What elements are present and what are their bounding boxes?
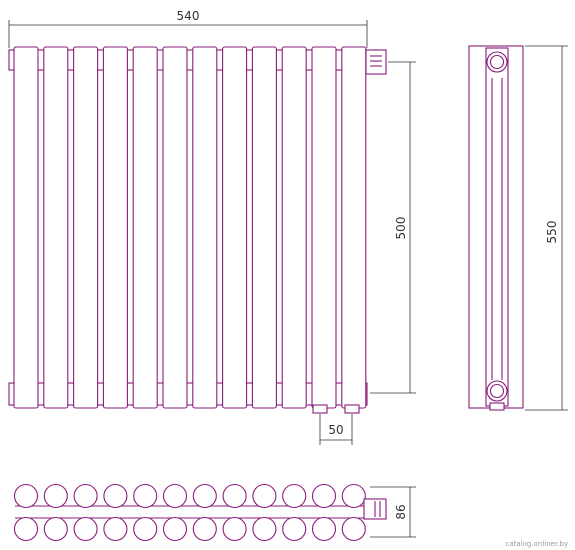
- height-dimension-label: 550: [545, 221, 559, 244]
- width-dimension: 540: [8, 9, 368, 48]
- connection-spacing-dimension: 50: [319, 414, 353, 445]
- radiator-section-tube: [73, 46, 99, 409]
- top-view-tube-circle: [162, 516, 188, 542]
- top-connection-fitting: [365, 49, 387, 75]
- top-view-tube-circle: [73, 483, 98, 509]
- top-view-tube-circle: [222, 483, 247, 509]
- top-view-tube-circle: [73, 516, 98, 542]
- radiator-section-tube: [222, 46, 248, 409]
- radiator-sections: [13, 46, 367, 409]
- radiator-section-tube: [162, 46, 188, 409]
- top-view-tube-circle: [103, 516, 128, 542]
- radiator-section-tube: [43, 46, 69, 409]
- top-view: [13, 483, 387, 542]
- height-dimension: 550: [525, 45, 568, 411]
- radiator-section-tube: [13, 46, 39, 409]
- top-view-tube-circle: [103, 483, 128, 509]
- top-view-fitting: [363, 498, 387, 520]
- connection-spacing-label: 50: [328, 423, 343, 437]
- side-top-cap: [486, 51, 508, 73]
- side-bottom-cap: [486, 380, 508, 402]
- top-view-tube-circle: [311, 516, 337, 542]
- axis-distance-label: 500: [394, 217, 408, 240]
- top-view-tube-circle: [192, 483, 217, 509]
- top-view-tube-circle: [282, 516, 307, 542]
- depth-dimension: 86: [370, 486, 416, 538]
- top-view-tube-circle: [13, 483, 39, 509]
- top-view-tube-circle: [13, 516, 39, 542]
- top-view-tube-circle: [311, 483, 337, 509]
- top-view-tube-circle: [341, 483, 366, 509]
- radiator-section-tube: [132, 46, 158, 409]
- top-view-tube-circle: [43, 516, 68, 542]
- front-view: [8, 46, 387, 414]
- top-view-tube-circle: [162, 483, 188, 509]
- top-view-tube-circle: [43, 483, 68, 509]
- top-view-tube-circle: [341, 516, 366, 542]
- top-view-tube-circle: [222, 516, 247, 542]
- bottom-connection-right: [344, 404, 360, 414]
- watermark: catalog.onliner.by: [506, 540, 568, 548]
- bottom-manifold: [8, 382, 368, 406]
- bottom-connection-left: [312, 404, 328, 414]
- radiator-section-tube: [102, 46, 128, 409]
- top-view-tube-circle: [192, 516, 217, 542]
- axis-distance-dimension: 500: [370, 61, 416, 394]
- radiator-section-tube: [281, 46, 307, 409]
- width-dimension-label: 540: [177, 9, 200, 23]
- side-view: [468, 45, 524, 411]
- top-view-tube-circle: [282, 483, 307, 509]
- top-view-tube-circle: [133, 516, 158, 542]
- depth-label: 86: [394, 504, 408, 519]
- radiator-section-tube: [251, 46, 277, 409]
- radiator-section-tube: [311, 46, 337, 409]
- top-view-tube-circle: [133, 483, 158, 509]
- top-view-sections: [13, 483, 366, 542]
- radiator-section-tube: [192, 46, 218, 409]
- top-view-tube-circle: [252, 516, 277, 542]
- top-view-tube-circle: [252, 483, 277, 509]
- radiator-section-tube: [341, 46, 367, 409]
